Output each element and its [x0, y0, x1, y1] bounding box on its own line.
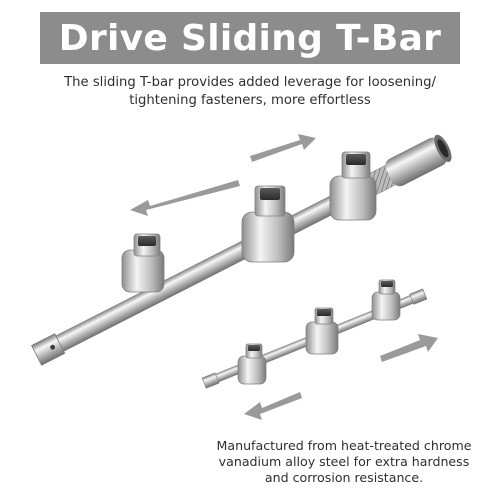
subtitle-line: tightening fasteners, more effortless	[129, 93, 371, 108]
subtitle-line: The sliding T-bar provides added leverag…	[64, 75, 436, 90]
double-arrow-icon	[244, 334, 438, 420]
caption-line: Manufactured from heat-treated chrome	[216, 438, 472, 453]
double-arrow-icon	[130, 134, 316, 216]
sliding-t-bar-image	[31, 134, 452, 366]
caption-line: and corrosion resistance.	[264, 470, 424, 485]
subtitle-text: The sliding T-bar provides added leverag…	[30, 74, 470, 110]
caption-line: vanadium alloy steel for extra hardness	[218, 454, 470, 469]
caption-text: Manufactured from heat-treated chrome va…	[196, 438, 492, 486]
title-banner: Drive Sliding T-Bar	[40, 12, 460, 64]
page-title: Drive Sliding T-Bar	[58, 17, 442, 59]
small-sliding-t-bar-image	[201, 279, 428, 389]
